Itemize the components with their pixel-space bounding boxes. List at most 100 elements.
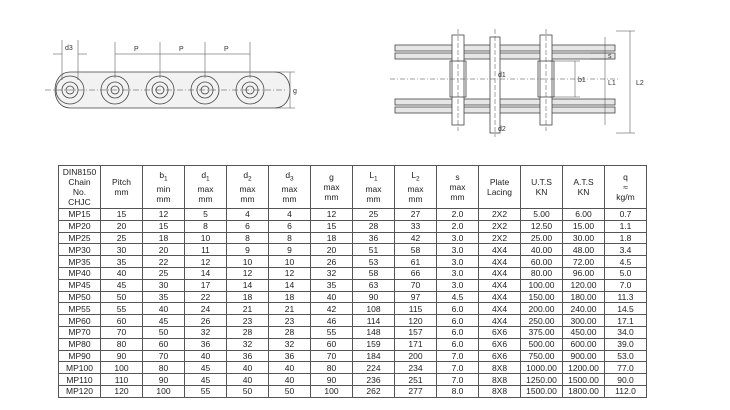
- table-cell: 108: [352, 302, 395, 316]
- table-cell: 20: [100, 219, 143, 233]
- table-cell: 70: [310, 349, 353, 363]
- table-cell: 45: [100, 278, 143, 292]
- table-cell: 60: [100, 314, 143, 327]
- table-cell: 35: [100, 255, 143, 268]
- table-cell: 32: [184, 325, 227, 339]
- table-cell: 45: [184, 373, 227, 386]
- table-cell: 300.00: [562, 314, 605, 327]
- table-cell: 6X6: [478, 325, 521, 339]
- table-cell: 2.0: [436, 219, 479, 233]
- table-cell: 10: [268, 255, 311, 268]
- header-line: mm: [114, 187, 129, 197]
- lower-outer-plate: [394, 106, 616, 114]
- header-line: CHJC: [68, 197, 91, 207]
- header-subscript: 1: [206, 175, 210, 183]
- table-cell: 30.00: [562, 231, 605, 245]
- table-cell: 3.0: [436, 255, 479, 268]
- table-cell: 32: [268, 337, 311, 351]
- table-cell: 6.0: [436, 302, 479, 316]
- label-d1: d1: [498, 72, 506, 79]
- table-cell: 20: [142, 243, 185, 257]
- table-cell: 4X4: [478, 290, 521, 304]
- table-cell: 48.00: [562, 243, 605, 257]
- header-line: max: [323, 182, 340, 192]
- table-cell: 1200.00: [562, 361, 605, 375]
- table-cell: 42: [310, 302, 353, 316]
- table-cell: 35: [142, 290, 185, 304]
- table-cell: 12: [226, 266, 269, 280]
- table-cell: 40: [100, 266, 143, 280]
- header-line: max: [407, 184, 424, 195]
- upper-outer-plate: [394, 44, 616, 52]
- table-cell: 21: [268, 302, 311, 316]
- lower-inner-plate: [394, 98, 616, 106]
- header-subscript: 2: [416, 175, 420, 183]
- table-cell: 34.0: [604, 325, 647, 339]
- header-line: mm: [198, 194, 213, 205]
- table-cell: 15: [100, 208, 143, 221]
- table-cell: MP30: [58, 243, 101, 257]
- table-cell: 50: [100, 290, 143, 304]
- header-line: mm: [366, 194, 381, 205]
- table-cell: MP35: [58, 255, 101, 268]
- header-line: No.: [72, 187, 87, 197]
- table-cell: 36: [352, 231, 395, 245]
- table-cell: 22: [142, 255, 185, 268]
- table-cell: 25: [142, 266, 185, 280]
- table-cell: 53: [352, 255, 395, 268]
- table-cell: 1.8: [604, 231, 647, 245]
- table-cell: 4.5: [604, 255, 647, 268]
- table-cell: 70: [100, 325, 143, 339]
- table-cell: 4: [226, 208, 269, 221]
- header-subscript: 3: [290, 175, 294, 183]
- header-main: U.T.S: [531, 177, 552, 187]
- table-cell: 50: [142, 325, 185, 339]
- table-cell: 5.0: [604, 266, 647, 280]
- table-cell: 9: [268, 243, 311, 257]
- table-cell: 7.0: [436, 373, 479, 386]
- label-d2: d2: [498, 126, 506, 133]
- table-cell: 900.00: [562, 349, 605, 363]
- header-main: Plate: [489, 177, 510, 187]
- table-cell: 12: [142, 208, 185, 221]
- table-cell: 90: [310, 373, 353, 386]
- table-cell: 72.00: [562, 255, 605, 268]
- table-cell: 90: [352, 290, 395, 304]
- table-cell: 200.00: [520, 302, 563, 316]
- table-cell: 60: [142, 337, 185, 351]
- table-cell: 4X4: [478, 314, 521, 327]
- table-cell: 39.0: [604, 337, 647, 351]
- table-cell: 40: [268, 373, 311, 386]
- table-cell: 148: [352, 325, 395, 339]
- table-cell: 22: [184, 290, 227, 304]
- table-cell: 26: [184, 314, 227, 327]
- table-cell: 159: [352, 337, 395, 351]
- table-cell: 5: [184, 208, 227, 221]
- top-view-svg: d1 d2 b1 s L1 L2: [390, 29, 644, 137]
- table-cell: 6: [268, 219, 311, 233]
- table-cell: 120: [394, 314, 437, 327]
- table-cell: MP40: [58, 266, 101, 280]
- table-cell: 100.00: [520, 278, 563, 292]
- table-cell: 1500.00: [520, 384, 563, 398]
- header-main: b: [159, 169, 165, 180]
- table-cell: 2X2: [478, 219, 521, 233]
- table-cell: 4X4: [478, 302, 521, 316]
- table-cell: 36: [268, 349, 311, 363]
- header-subscript: 2: [248, 175, 252, 183]
- table-cell: 40: [184, 349, 227, 363]
- table-cell: 18: [268, 290, 311, 304]
